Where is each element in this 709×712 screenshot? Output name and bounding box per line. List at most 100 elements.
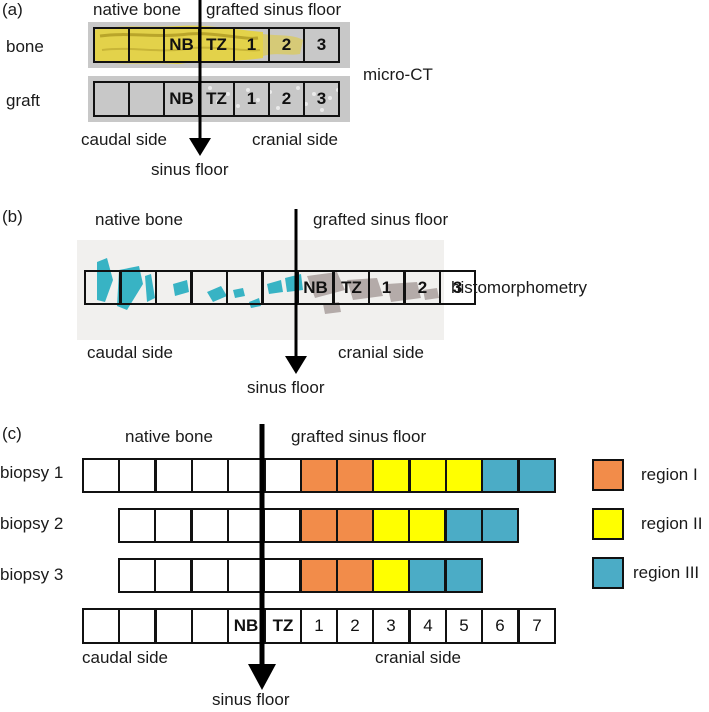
panel-b-cranial-label: cranial side (338, 343, 424, 362)
panel-a-caudal-label: caudal side (81, 130, 168, 149)
panel-a-graft-cell: TZ (198, 81, 235, 117)
biopsy-3-cell (372, 558, 410, 593)
panel-a-graft-cell: 2 (268, 81, 305, 117)
legend-swatch (592, 557, 624, 589)
legend-label: region II (641, 514, 703, 533)
biopsy-3-cell (336, 558, 374, 593)
biopsy-2-cell (300, 508, 338, 543)
panel-b-method-label: histomorphometry (451, 278, 588, 297)
panel-b-cell (120, 270, 157, 305)
biopsy-3-cell (118, 558, 156, 593)
biopsy-1-cell (155, 458, 193, 493)
panel-b-sinus-floor-label: sinus floor (247, 378, 325, 397)
panel-c-tag: (c) (2, 424, 22, 443)
panel-b-native-bone-label: native bone (95, 210, 183, 229)
biopsy-2-cell (481, 508, 519, 543)
bone-texture-image (94, 25, 303, 64)
biopsy-2-cell (263, 508, 301, 543)
panel-a-sinus-floor-label: sinus floor (151, 160, 229, 179)
biopsy-2-cell (154, 508, 192, 543)
panel-a-graft-cell: 3 (303, 81, 340, 117)
biopsy-3-cell (445, 558, 483, 593)
panel-a-bone-strip (88, 22, 350, 68)
panel-a-cranial-label: cranial side (252, 130, 338, 149)
biopsy-2-cell (336, 508, 374, 543)
biopsy-3-cell (263, 558, 301, 593)
panel-b-cell: NB (297, 270, 334, 305)
panel-b-cell: 1 (368, 270, 405, 305)
panel-b-cell: 2 (404, 270, 441, 305)
panel-a-row-bone-label: bone (6, 37, 44, 56)
biopsy-1-cell (82, 458, 120, 493)
biopsy-3-label: biopsy 3 (0, 565, 64, 584)
scale-cell (82, 608, 120, 644)
biopsy-1-cell (191, 458, 229, 493)
biopsy-2-cell (227, 508, 265, 543)
panel-b-grafted-label: grafted sinus floor (313, 210, 449, 229)
biopsy-1-cell (336, 458, 374, 493)
panel-a-graft-cell: 1 (233, 81, 270, 117)
scale-cell: 4 (409, 608, 447, 644)
panel-b-caudal-label: caudal side (87, 343, 174, 362)
panel-a-bone-cell (128, 27, 165, 63)
biopsy-1-cell (118, 458, 156, 493)
legend-swatch (592, 508, 624, 540)
histology-section-image (77, 240, 444, 340)
scale-cell: NB (227, 608, 265, 644)
scale-cell: 3 (372, 608, 410, 644)
biopsy-1-label: biopsy 1 (0, 463, 64, 482)
biopsy-1-cell (264, 458, 302, 493)
panel-a-bone-cell: NB (163, 27, 200, 63)
panel-a-tag: (a) (2, 0, 23, 19)
biopsy-3-cell (408, 558, 446, 593)
panel-b-cell (84, 270, 121, 305)
panel-b-cell (155, 270, 192, 305)
panel-c-sinus-floor-label: sinus floor (212, 690, 290, 709)
panel-a-bone-cell: 2 (268, 27, 305, 63)
panel-a-row-graft-label: graft (6, 91, 41, 110)
scale-cell (191, 608, 229, 644)
panel-a-graft-cell: NB (163, 81, 200, 117)
scale-cell: 6 (481, 608, 519, 644)
panel-a-bone-cell (93, 27, 130, 63)
panel-b-cell: 3 (439, 270, 476, 305)
biopsy-1-cell (445, 458, 483, 493)
scale-cell: 1 (300, 608, 338, 644)
panel-b-tag: (b) (2, 207, 23, 226)
panel-a-graft-strip (88, 76, 350, 122)
biopsy-3-cell (154, 558, 192, 593)
panel-b-cell (191, 270, 228, 305)
biopsy-2-cell (372, 508, 410, 543)
panel-c-grafted-label: grafted sinus floor (291, 427, 427, 446)
panel-a-grafted-label: grafted sinus floor (206, 0, 342, 19)
biopsy-2-label: biopsy 2 (0, 514, 64, 533)
legend-label: region III (633, 563, 700, 582)
panel-c-caudal-label: caudal side (82, 648, 169, 667)
panel-a-graft-cell (128, 81, 165, 117)
scale-cell: TZ (264, 608, 302, 644)
biopsy-2-cell (118, 508, 156, 543)
panel-a-graft-cell (93, 81, 130, 117)
panel-b-cell: TZ (333, 270, 370, 305)
panel-c-cranial-label: cranial side (375, 648, 461, 667)
scale-cell: 5 (445, 608, 483, 644)
biopsy-2-cell (408, 508, 446, 543)
biopsy-2-cell (445, 508, 483, 543)
panel-a-bone-cell: 1 (233, 27, 270, 63)
biopsy-3-cell (191, 558, 229, 593)
biopsy-1-cell (481, 458, 519, 493)
biopsy-1-cell (372, 458, 410, 493)
biopsy-3-cell (227, 558, 265, 593)
biopsy-1-cell (409, 458, 447, 493)
scale-cell: 2 (336, 608, 374, 644)
panel-a-method-label: micro-CT (363, 65, 433, 84)
legend-swatch (592, 459, 624, 491)
panel-a-native-bone-label: native bone (93, 0, 181, 19)
biopsy-1-cell (227, 458, 265, 493)
panel-c-native-bone-label: native bone (125, 427, 213, 446)
panel-a-bone-cell: TZ (198, 27, 235, 63)
scale-cell: 7 (518, 608, 556, 644)
biopsy-1-cell (518, 458, 556, 493)
panel-b-cell (226, 270, 263, 305)
panel-a-bone-cell: 3 (303, 27, 340, 63)
